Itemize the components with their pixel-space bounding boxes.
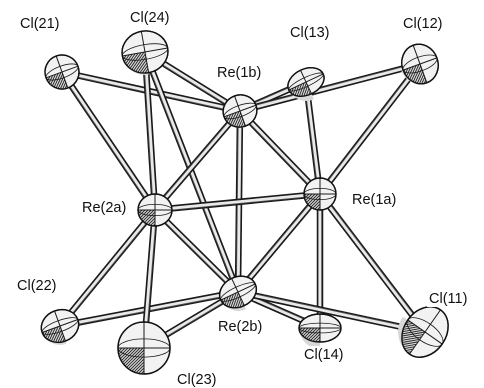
re-atom-re1a: [303, 177, 337, 211]
label-re2a: Re(2a): [82, 200, 126, 216]
bond-Cl11-Re1a: [317, 192, 428, 334]
cl-atom-cl11: [392, 306, 449, 358]
label-cl24: Cl(24): [130, 10, 169, 26]
re-atom-re2b: [218, 275, 258, 314]
bond-Re2a-Re2b: [152, 207, 241, 295]
label-cl11: Cl(11): [429, 291, 467, 307]
label-cl14: Cl(14): [304, 347, 343, 363]
bond-Cl21-Re2a: [59, 70, 158, 212]
bond-Re1a-Re2b: [235, 191, 323, 295]
label-re1a: Re(1a): [352, 192, 396, 208]
bond-Cl11-Re2b: [237, 288, 426, 336]
label-cl13: Cl(13): [290, 25, 329, 41]
bond-Cl12-Re1a: [317, 62, 423, 196]
cl-atom-cl23: [117, 321, 171, 375]
bond-Cl14-Re1a: [316, 194, 324, 328]
label-cl22: Cl(22): [17, 278, 56, 294]
atom-layer: [40, 30, 449, 375]
label-cl12: Cl(12): [403, 16, 442, 32]
cl-atom-cl22: [40, 308, 80, 348]
cl-atom-cl24: [121, 30, 169, 77]
bond-Cl22-Re2a: [57, 207, 158, 329]
label-layer: Cl(21) Cl(24) Cl(13) Cl(12) Re(1b) Re(2a) Re(1…: [15, 9, 470, 388]
bond-Re1b-Re2a: [152, 108, 243, 213]
cl-atom-cl14: [298, 313, 342, 349]
label-re2b: Re(2b): [218, 319, 262, 335]
label-cl21: Cl(21): [20, 16, 59, 32]
bond-Re2a-Re1a: [154, 190, 321, 214]
label-re1b: Re(1b): [217, 65, 261, 81]
bond-Cl24-Re2a: [141, 51, 159, 211]
cl-atom-cl12: [401, 43, 439, 89]
bond-Cl12-Re1b: [239, 60, 421, 115]
label-cl23: Cl(23): [177, 372, 216, 388]
bond-Re1b-Re1a: [237, 108, 323, 197]
